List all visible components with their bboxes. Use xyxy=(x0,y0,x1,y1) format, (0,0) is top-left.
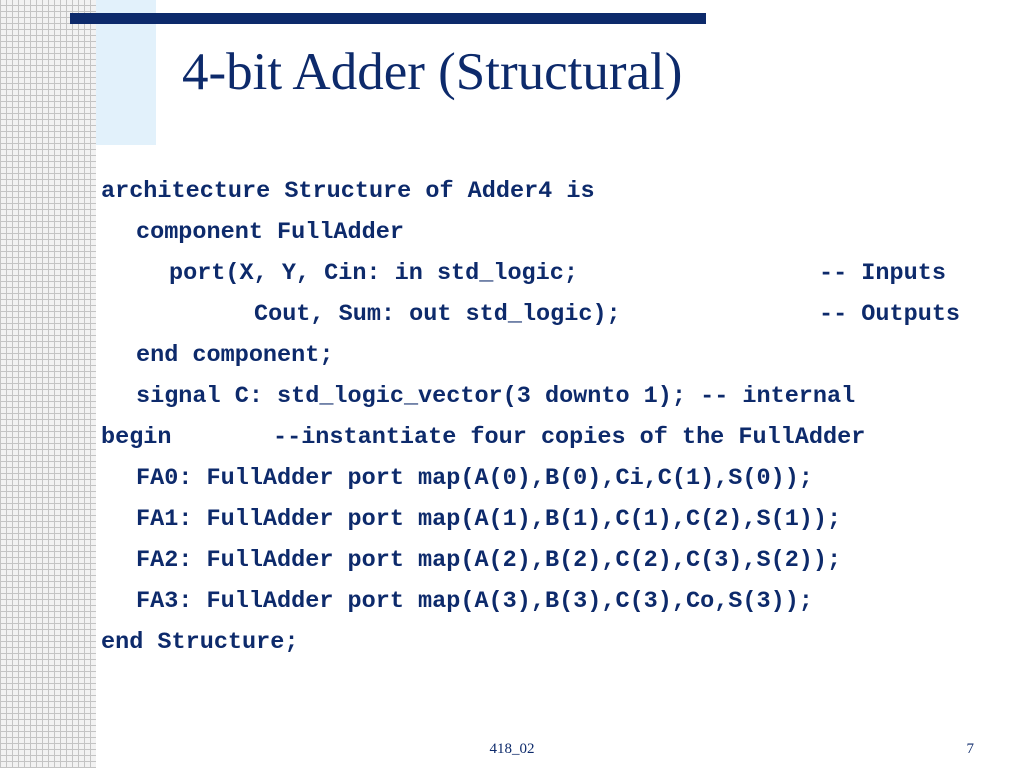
code-line: FA3: FullAdder port map(A(3),B(3),C(3),C… xyxy=(101,585,1019,626)
decorative-light-block xyxy=(96,0,156,145)
decorative-grid-strip xyxy=(0,0,96,768)
code-text: begin xyxy=(101,424,172,451)
code-line: architecture Structure of Adder4 is xyxy=(101,175,1019,216)
code-comment: -- Outputs xyxy=(819,301,961,328)
slide-title: 4-bit Adder (Structural) xyxy=(182,43,683,101)
code-text: FA2: FullAdder port map(A(2),B(2),C(2),C… xyxy=(136,547,842,574)
code-text: port(X, Y, Cin: in std_logic; xyxy=(169,260,578,287)
code-line: end Structure; xyxy=(101,626,1019,667)
code-line: signal C: std_logic_vector(3 downto 1); … xyxy=(101,380,1019,421)
code-line: FA2: FullAdder port map(A(2),B(2),C(2),C… xyxy=(101,544,1019,585)
code-line: Cout, Sum: out std_logic); -- Outputs xyxy=(101,298,1019,339)
code-text: FA1: FullAdder port map(A(1),B(1),C(1),C… xyxy=(136,506,842,533)
code-text: FA0: FullAdder port map(A(0),B(0),Ci,C(1… xyxy=(136,465,813,492)
code-line: begin --instantiate four copies of the F… xyxy=(101,421,1019,462)
code-comment: -- Inputs xyxy=(819,260,946,287)
code-line: FA0: FullAdder port map(A(0),B(0),Ci,C(1… xyxy=(101,462,1019,503)
code-line: FA1: FullAdder port map(A(1),B(1),C(1),C… xyxy=(101,503,1019,544)
code-text: Cout, Sum: out std_logic); xyxy=(254,301,621,328)
code-text: end component; xyxy=(136,342,334,369)
code-block: architecture Structure of Adder4 is comp… xyxy=(101,175,1019,667)
code-line: end component; xyxy=(101,339,1019,380)
code-text: architecture Structure of Adder4 is xyxy=(101,178,595,205)
code-comment: --instantiate four copies of the FullAdd… xyxy=(273,424,866,451)
code-line: port(X, Y, Cin: in std_logic; -- Inputs xyxy=(101,257,1019,298)
code-text: FA3: FullAdder port map(A(3),B(3),C(3),C… xyxy=(136,588,813,615)
code-text: component FullAdder xyxy=(136,219,404,246)
page-number: 7 xyxy=(966,741,975,757)
code-text: end Structure; xyxy=(101,629,299,656)
footer-label: 418_02 xyxy=(489,741,535,757)
decorative-title-bar xyxy=(70,13,706,24)
code-text: signal C: std_logic_vector(3 downto 1); … xyxy=(136,383,856,410)
code-line: component FullAdder xyxy=(101,216,1019,257)
